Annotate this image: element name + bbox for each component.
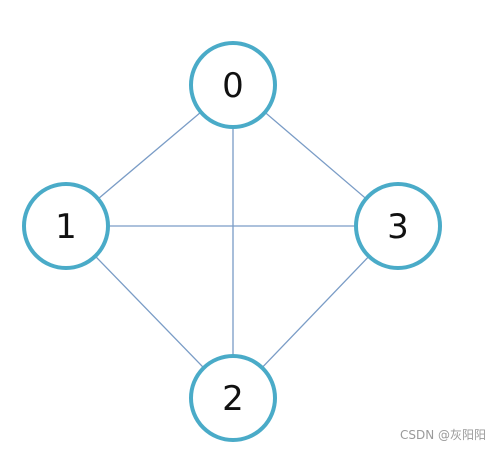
edge-layer — [65, 84, 399, 399]
node-label-2: 2 — [222, 379, 244, 419]
node-label-1: 1 — [55, 207, 77, 247]
node-label-0: 0 — [222, 66, 244, 106]
node-1: 1 — [22, 182, 110, 270]
node-label-3: 3 — [387, 207, 409, 247]
node-circle-3 — [354, 182, 442, 270]
node-0: 0 — [189, 41, 277, 129]
node-circle-0 — [189, 41, 277, 129]
node-circle-2 — [189, 354, 277, 442]
watermark: CSDN @灰阳阳 — [399, 428, 486, 442]
node-circle-1 — [22, 182, 110, 270]
node-3: 3 — [354, 182, 442, 270]
node-layer: 0 1 2 3 — [22, 41, 442, 442]
node-2: 2 — [189, 354, 277, 442]
